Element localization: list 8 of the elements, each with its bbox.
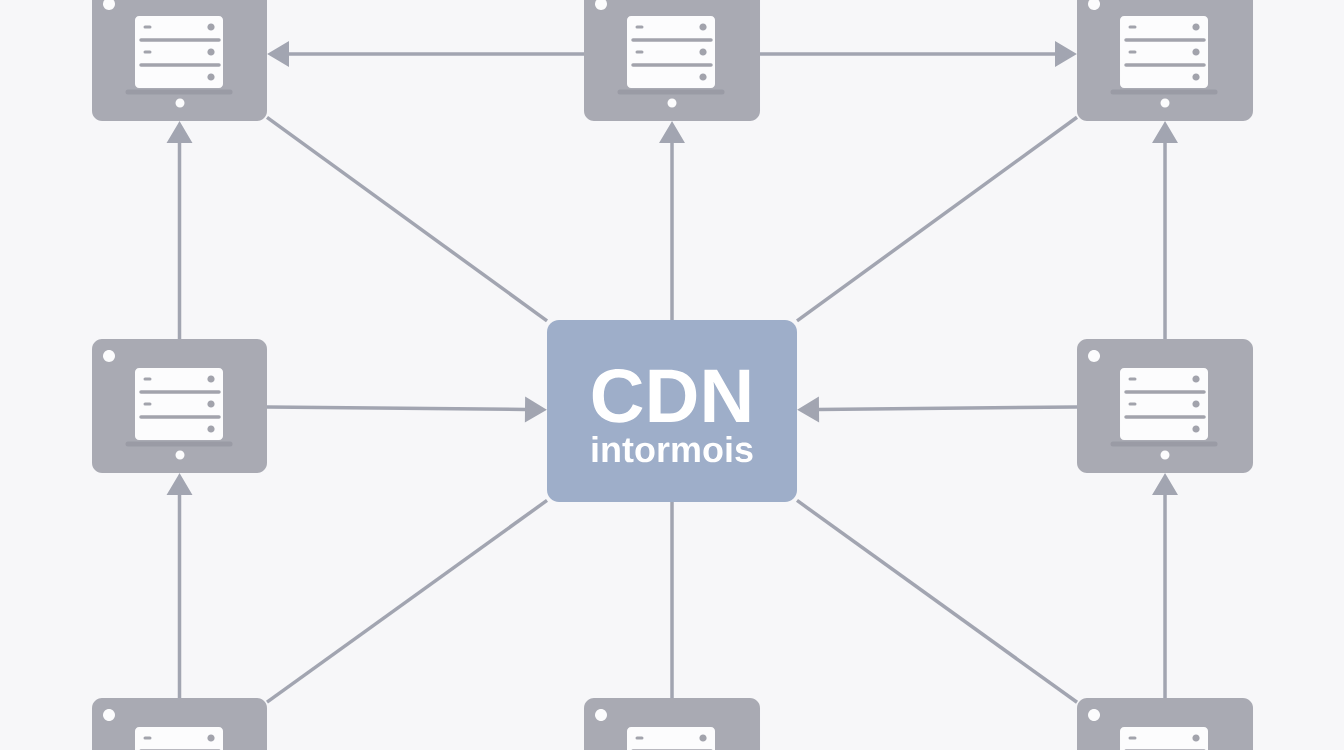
connector-line: [796, 499, 1079, 704]
connector-line: [670, 502, 674, 698]
connector-line: [795, 115, 1079, 323]
connector-line: [266, 116, 549, 323]
hub-box: [547, 320, 797, 502]
subtitle-text: intormois: [592, 435, 753, 463]
title-text: CDN: [592, 368, 750, 423]
connector-line: [266, 499, 549, 704]
